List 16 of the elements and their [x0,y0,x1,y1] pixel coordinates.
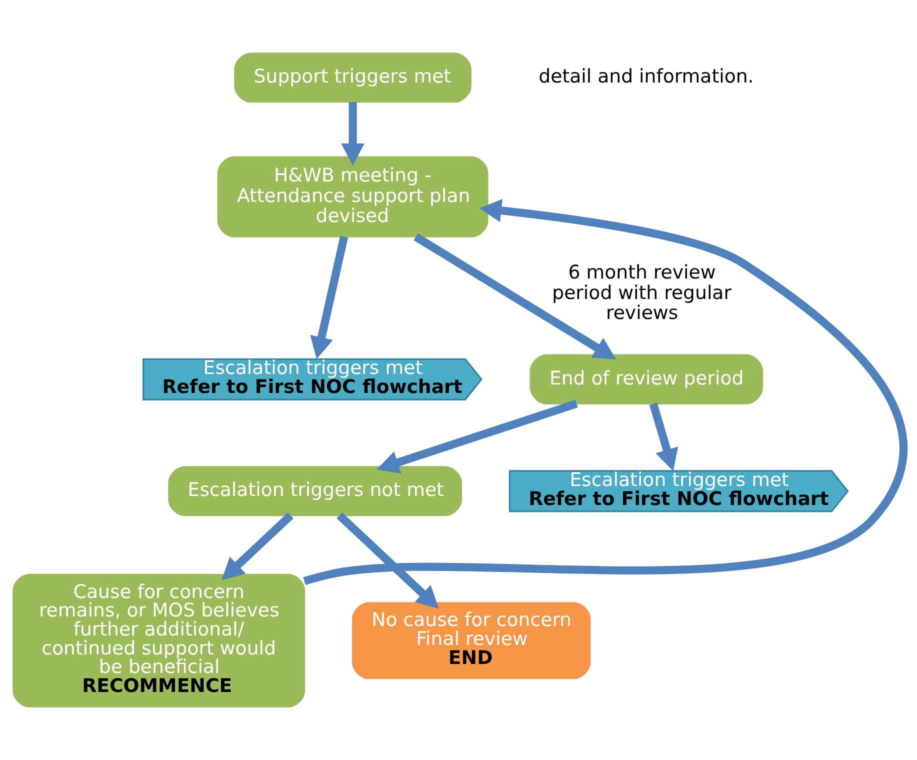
label: detail and information. [538,66,754,88]
arrow [336,512,439,609]
node-box: No cause for concern Final review END [352,602,591,680]
arrow [376,400,578,474]
node-box: End of review period [530,354,764,404]
arrow [222,512,294,580]
edge-label: 6 month review period with regular reviews [552,262,732,324]
node-box: Cause for concern remains, or MOS believes further additional/ continued support would be beneficial RECOMMENCE [12,574,306,708]
arrow [310,236,348,360]
arrow [649,402,678,472]
node-box: H&WB meeting - Attendance support plan devised [217,156,488,238]
node-box: Escalation triggers not met [168,466,462,516]
node-box: Support triggers met [234,52,472,103]
arrow [303,199,908,585]
arrow [341,102,364,166]
arrow [414,233,616,360]
